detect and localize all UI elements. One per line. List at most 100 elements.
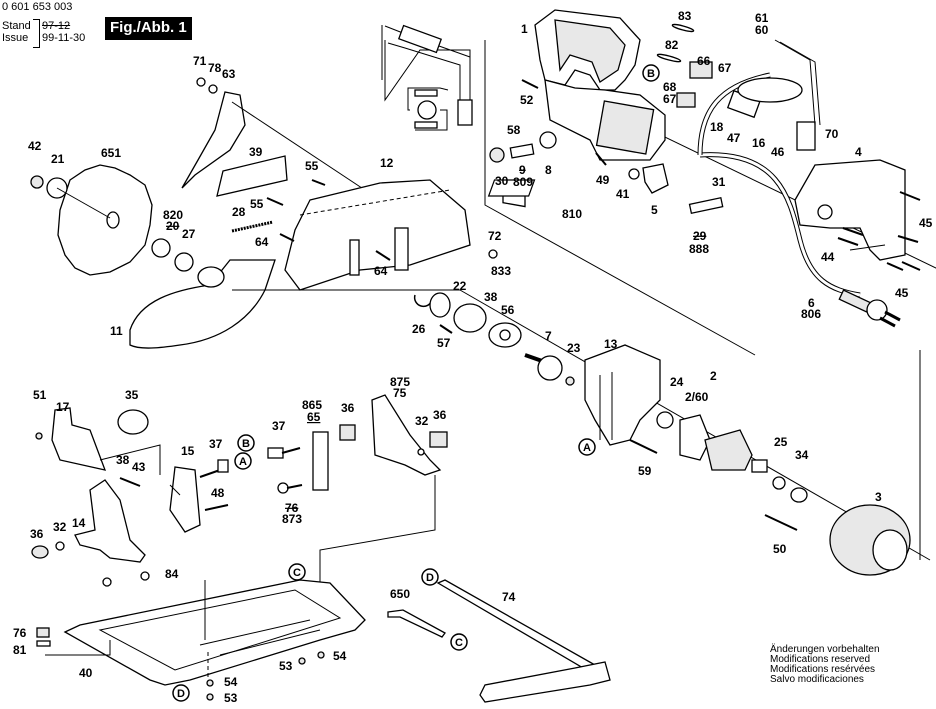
part-label: 20 bbox=[166, 219, 180, 233]
part-8-brush-holder bbox=[539, 131, 557, 149]
part-53-screw bbox=[206, 693, 214, 701]
part-11-hub bbox=[197, 266, 225, 288]
part-label: 16 bbox=[752, 136, 766, 150]
part-label: 35 bbox=[125, 388, 139, 402]
part-43-spring bbox=[119, 477, 141, 487]
part-64-screw-2 bbox=[375, 250, 391, 261]
part-63-riving-knife bbox=[181, 91, 246, 189]
part-82-label-strip bbox=[656, 53, 682, 63]
part-nut bbox=[102, 577, 112, 587]
part-9-spring bbox=[509, 143, 535, 159]
ref-marker-c-base: C bbox=[288, 563, 306, 581]
part-29-nameplate bbox=[688, 196, 724, 214]
issue-label: Issue bbox=[2, 32, 29, 44]
part-72-nut bbox=[488, 249, 498, 259]
note-german: Änderungen vorbehalten bbox=[770, 644, 880, 655]
part-865-guide-plate bbox=[312, 431, 329, 491]
part-label: 14 bbox=[72, 516, 86, 530]
part-35-knob bbox=[117, 409, 149, 435]
part-12-bracket-left bbox=[349, 239, 360, 276]
part-71-screw bbox=[196, 77, 206, 87]
part-label: 23 bbox=[567, 341, 581, 355]
part-32-washer bbox=[55, 541, 65, 551]
part-52-screw bbox=[521, 79, 539, 89]
part-label: 45 bbox=[919, 216, 933, 230]
part-label: 55 bbox=[250, 197, 264, 211]
part-81-plate bbox=[36, 640, 51, 647]
part-label: 34 bbox=[795, 448, 809, 462]
part-label: 17 bbox=[56, 400, 70, 414]
part-label: 37 bbox=[209, 437, 223, 451]
note-english: Modifications reserved bbox=[770, 654, 871, 665]
part-70-capacitor bbox=[796, 121, 816, 151]
part-label: 39 bbox=[249, 145, 263, 159]
ref-marker-b-housing: B bbox=[642, 64, 660, 82]
part-38-pulley bbox=[453, 303, 487, 333]
part-41-bulb bbox=[628, 168, 640, 180]
part-37-bolt-head bbox=[267, 447, 284, 459]
part-label: 42 bbox=[28, 139, 42, 153]
part-label: 8 bbox=[545, 163, 552, 177]
part-651-saw-blade bbox=[57, 164, 153, 276]
modifications-notice: Änderungen vorbehalten Modifications res… bbox=[770, 645, 880, 685]
part-37-screw bbox=[199, 469, 221, 478]
part-3-field-coil bbox=[829, 504, 911, 576]
part-84-nut bbox=[140, 571, 150, 581]
part-49-screw bbox=[595, 152, 607, 166]
part-36-knob-3 bbox=[429, 431, 448, 448]
svg-text:C: C bbox=[455, 637, 463, 649]
part-label: 60 bbox=[755, 23, 769, 37]
part-820-flange bbox=[151, 238, 171, 258]
part-label: 28 bbox=[232, 205, 246, 219]
part-label: 25 bbox=[774, 435, 788, 449]
part-label: 67 bbox=[663, 92, 677, 106]
part-label: 81 bbox=[13, 643, 27, 657]
part-4-hole bbox=[817, 204, 833, 220]
part-label: 63 bbox=[222, 67, 236, 81]
part-810-label bbox=[487, 179, 536, 197]
part-label: 21 bbox=[51, 152, 65, 166]
part-57-pin bbox=[439, 324, 453, 334]
part-24-bearing bbox=[656, 411, 674, 429]
part-label: 40 bbox=[79, 666, 93, 680]
ref-marker-d-base: D bbox=[172, 684, 190, 702]
wire-bundle bbox=[774, 39, 816, 126]
svg-text:C: C bbox=[293, 567, 301, 579]
part-label: 47 bbox=[727, 131, 741, 145]
part-59-pin bbox=[629, 439, 658, 454]
part-label: 38 bbox=[116, 453, 130, 467]
part-label: 48 bbox=[211, 486, 225, 500]
part-36-knob bbox=[31, 545, 49, 559]
part-17-fence bbox=[51, 407, 107, 471]
part-label: 54 bbox=[333, 649, 347, 663]
part-label: 810 bbox=[562, 207, 582, 221]
part-label: 18 bbox=[710, 120, 724, 134]
part-48-screw bbox=[204, 504, 229, 511]
svg-text:A: A bbox=[239, 456, 247, 468]
part-label: 809 bbox=[513, 175, 533, 189]
part-label: 58 bbox=[507, 123, 521, 137]
part-label: 84 bbox=[165, 567, 179, 581]
part-label: 32 bbox=[415, 414, 429, 428]
part-label: 57 bbox=[437, 336, 451, 350]
part-650-hex-key bbox=[387, 609, 446, 638]
part-53-screw-2 bbox=[298, 657, 306, 665]
ref-marker-a-motor: A bbox=[578, 438, 596, 456]
part-label: 3 bbox=[875, 490, 882, 504]
part-label: 2 bbox=[710, 369, 717, 383]
part-label: 873 bbox=[282, 512, 302, 526]
part-label: 651 bbox=[101, 146, 121, 160]
part-label: 13 bbox=[604, 337, 618, 351]
part-4-handle-cover bbox=[794, 159, 906, 261]
part-label: 65 bbox=[307, 410, 321, 424]
part-label: 30 bbox=[495, 174, 509, 188]
part-42-screw bbox=[30, 175, 44, 189]
stand-value: 97-12 bbox=[42, 20, 71, 32]
part-label: 36 bbox=[341, 401, 355, 415]
part-label: 36 bbox=[30, 527, 44, 541]
part-30-knob bbox=[489, 147, 505, 163]
part-label: 833 bbox=[491, 264, 511, 278]
part-5-cover bbox=[642, 163, 669, 194]
part-32-washer-2 bbox=[417, 448, 425, 456]
